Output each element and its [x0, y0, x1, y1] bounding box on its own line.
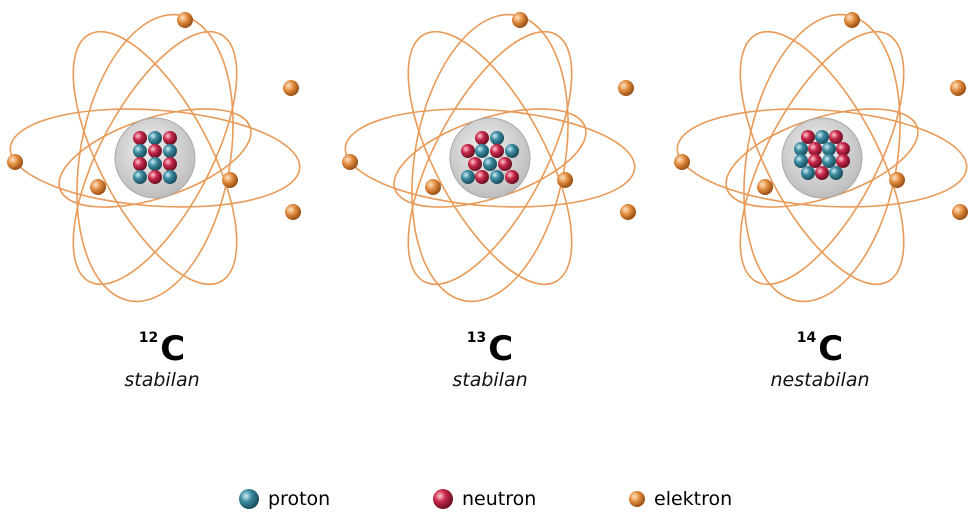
neutron — [815, 166, 829, 180]
proton — [133, 144, 147, 158]
electron — [177, 12, 193, 28]
neutron — [808, 142, 822, 156]
neutron — [475, 131, 489, 145]
legend-item-neutron: neutron — [432, 488, 536, 510]
element-symbol: C — [160, 329, 186, 369]
proton — [133, 170, 147, 184]
neutron — [163, 131, 177, 145]
proton — [163, 170, 177, 184]
electron — [285, 204, 301, 220]
proton — [490, 131, 504, 145]
electron — [950, 80, 966, 96]
atom-carbon-14 — [672, 0, 972, 310]
orbit-path — [72, 30, 238, 286]
element-symbol: C — [488, 329, 514, 369]
atom-label-carbon-14: 14C nestabilan — [720, 318, 920, 391]
stability-label: stabilan — [452, 369, 528, 391]
orbit-path — [676, 108, 968, 208]
proton — [505, 144, 519, 158]
proton — [490, 170, 504, 184]
proton — [483, 157, 497, 171]
mass-number: 14 — [796, 330, 817, 346]
atom-carbon-12 — [5, 0, 305, 310]
proton — [801, 166, 815, 180]
electron — [342, 154, 358, 170]
isotope-symbol: 13C — [390, 318, 590, 369]
element-symbol: C — [818, 329, 844, 369]
stability-label: nestabilan — [770, 369, 870, 391]
electron — [283, 80, 299, 96]
neutron — [801, 130, 815, 144]
electron — [844, 12, 860, 28]
atom-diagram — [674, 12, 968, 303]
electron — [425, 179, 441, 195]
neutron — [133, 157, 147, 171]
neutron — [505, 170, 519, 184]
electron — [889, 172, 905, 188]
electron — [674, 154, 690, 170]
neutron — [836, 154, 850, 168]
electron-icon — [629, 491, 645, 507]
proton — [822, 142, 836, 156]
mass-number: 12 — [138, 330, 159, 346]
atom-label-carbon-13: 13C stabilan — [390, 318, 590, 391]
atom-diagram — [342, 12, 636, 303]
neutron — [163, 157, 177, 171]
proton — [163, 144, 177, 158]
legend-item-proton: proton — [238, 488, 330, 510]
orbit-path — [407, 30, 573, 286]
neutron — [461, 144, 475, 158]
proton — [794, 142, 808, 156]
atom-label-carbon-12: 12C stabilan — [62, 318, 262, 391]
orbit-path — [739, 30, 905, 286]
orbit-path — [9, 108, 301, 208]
isotope-symbol: 12C — [62, 318, 262, 369]
electron — [618, 80, 634, 96]
neutron — [475, 170, 489, 184]
legend-label-neutron: neutron — [462, 488, 537, 510]
electron — [222, 172, 238, 188]
orbit-path — [344, 108, 636, 208]
proton — [794, 154, 808, 168]
proton — [815, 130, 829, 144]
neutron-icon — [433, 489, 453, 509]
neutron — [133, 131, 147, 145]
electron — [620, 204, 636, 220]
isotope-symbol: 14C — [720, 318, 920, 369]
neutron — [808, 154, 822, 168]
proton — [822, 154, 836, 168]
neutron — [498, 157, 512, 171]
legend-item-elektron: elektron — [628, 488, 732, 510]
proton — [829, 166, 843, 180]
legend-label-elektron: elektron — [654, 488, 733, 510]
neutron — [490, 144, 504, 158]
proton-icon — [239, 489, 259, 509]
electron — [90, 179, 106, 195]
neutron — [829, 130, 843, 144]
proton — [475, 144, 489, 158]
electron — [512, 12, 528, 28]
neutron — [148, 170, 162, 184]
proton — [461, 170, 475, 184]
electron — [757, 179, 773, 195]
atom-carbon-13 — [340, 0, 640, 310]
orbit-path — [407, 30, 573, 286]
proton — [148, 157, 162, 171]
atom-diagram — [7, 12, 301, 303]
proton — [148, 131, 162, 145]
stability-label: stabilan — [124, 369, 200, 391]
electron — [952, 204, 968, 220]
orbit-path — [739, 30, 905, 286]
neutron — [836, 142, 850, 156]
mass-number: 13 — [466, 330, 487, 346]
electron — [7, 154, 23, 170]
legend-label-proton: proton — [268, 488, 331, 510]
neutron — [468, 157, 482, 171]
neutron — [148, 144, 162, 158]
electron — [557, 172, 573, 188]
orbit-path — [72, 30, 238, 286]
legend: proton neutron elektron — [0, 488, 972, 518]
